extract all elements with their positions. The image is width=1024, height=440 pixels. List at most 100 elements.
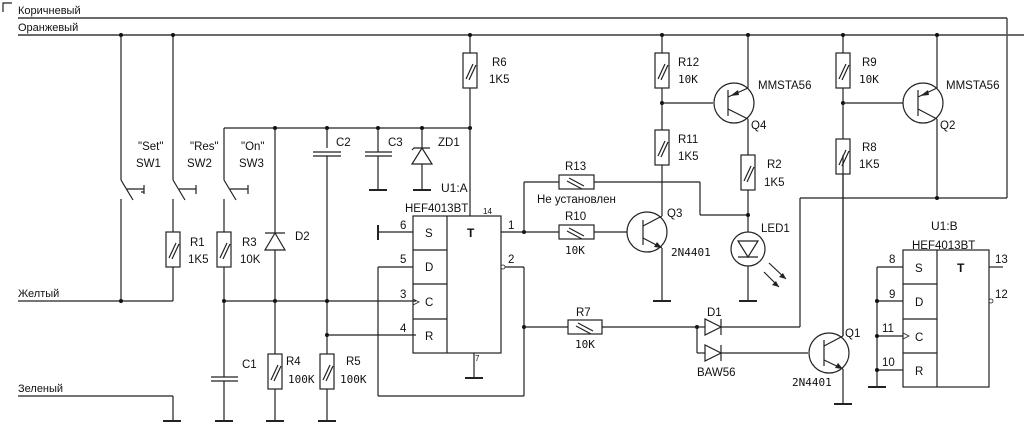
c1-ref: C1 bbox=[242, 359, 257, 371]
u1a-pin-7: 7 bbox=[475, 354, 480, 363]
transistor-q1: Q1 2N4401 bbox=[792, 155, 860, 405]
diode-d2: D2 bbox=[263, 128, 310, 301]
r5-ref: R5 bbox=[346, 356, 361, 368]
u1a-pin-2: 2 bbox=[508, 254, 514, 266]
r9-value: 10K bbox=[859, 73, 879, 86]
q4-ref: Q4 bbox=[751, 120, 767, 132]
sw2-label: "Res" bbox=[190, 141, 219, 153]
led1-ref: LED1 bbox=[761, 223, 790, 235]
capacitor-c1: C1 bbox=[211, 301, 257, 422]
d1-ref: D1 bbox=[707, 307, 722, 319]
sw3-ref: SW3 bbox=[239, 158, 264, 170]
corner-mark bbox=[2, 2, 12, 12]
resistor-r1: R1 1K5 bbox=[165, 231, 208, 268]
resistor-r4: R4 100K bbox=[266, 301, 315, 422]
r7-value: 10K bbox=[575, 338, 595, 351]
net-yellow: Желтый bbox=[18, 288, 173, 302]
r4-value: 100K bbox=[288, 373, 315, 386]
q2-ref: Q2 bbox=[940, 120, 955, 132]
u1b-ref: U1:B bbox=[931, 219, 958, 233]
q2-part: MMSTA56 bbox=[946, 80, 999, 92]
r2-value: 1K5 bbox=[764, 177, 784, 189]
u1b-pin-12: 12 bbox=[995, 289, 1008, 301]
u1b-pin-13: 13 bbox=[995, 254, 1008, 266]
u1b-pin-11: 11 bbox=[882, 323, 894, 335]
sw1-ref: SW1 bbox=[136, 158, 161, 170]
resistor-r10: R10 10K bbox=[524, 211, 627, 257]
r11-value: 1K5 bbox=[678, 151, 698, 163]
net-label-yellow: Желтый bbox=[18, 288, 59, 300]
r6-value: 1K5 bbox=[489, 74, 509, 86]
r11-ref: R11 bbox=[678, 134, 698, 146]
switch-sw2: "Res" SW2 bbox=[172, 35, 219, 301]
r5-value: 100K bbox=[340, 373, 367, 386]
u1a-pin-5: 5 bbox=[400, 254, 406, 266]
u1b-part: HEF4013BT bbox=[912, 240, 975, 252]
r12-ref: R12 bbox=[678, 57, 699, 69]
u1b-s: S bbox=[915, 263, 923, 275]
resistor-r3: R3 10K bbox=[216, 231, 261, 301]
zd1-ref: ZD1 bbox=[438, 137, 460, 149]
c2-ref: C2 bbox=[336, 137, 351, 149]
r9-ref: R9 bbox=[862, 57, 877, 69]
u1a-pin-14: 14 bbox=[483, 207, 492, 216]
r2-ref: R2 bbox=[767, 159, 782, 171]
diode-d1: D1 BAW56 bbox=[695, 197, 1007, 379]
capacitor-c2: C2 bbox=[313, 137, 351, 157]
resistor-r5: R5 100K bbox=[318, 128, 367, 422]
resistor-r8: R8 1K5 bbox=[835, 138, 879, 336]
u1a-c: C bbox=[425, 297, 433, 309]
resistor-r13: R13 Не установлен bbox=[537, 161, 616, 206]
led-led1: LED1 bbox=[730, 223, 790, 302]
q3-part: 2N4401 bbox=[671, 246, 711, 259]
c3-ref: C3 bbox=[388, 137, 403, 149]
u1a-title: T bbox=[467, 226, 475, 240]
u1b-r: R bbox=[915, 366, 923, 378]
r7-ref: R7 bbox=[576, 307, 591, 319]
sw3-label: "On" bbox=[241, 141, 265, 153]
resistor-r12: R12 10K bbox=[654, 33, 699, 130]
r10-value: 10K bbox=[565, 244, 585, 257]
ic-u1a: U1:A HEF4013BT S D C R T 6 5 3 4 1 2 14 … bbox=[377, 181, 525, 397]
d2-ref: D2 bbox=[295, 231, 310, 243]
u1b-d: D bbox=[915, 297, 923, 309]
r1-ref: R1 bbox=[190, 237, 205, 249]
q4-part: MMSTA56 bbox=[758, 80, 811, 92]
r4-ref: R4 bbox=[286, 356, 301, 368]
sw1-label: "Set" bbox=[138, 141, 163, 153]
switch-sw1: "Set" SW1 bbox=[120, 35, 163, 301]
r3-ref: R3 bbox=[242, 237, 257, 249]
resistor-r11: R11 1K5 bbox=[654, 129, 698, 182]
u1b-c: C bbox=[915, 332, 923, 344]
r1-value: 1K5 bbox=[188, 254, 208, 266]
r3-value: 10K bbox=[240, 254, 261, 266]
u1a-pin-6: 6 bbox=[400, 220, 406, 232]
net-label-orange: Оранжевый bbox=[18, 22, 78, 34]
ic-u1b: U1:B HEF4013BT S D C R T 8 9 11 10 13 12 bbox=[868, 219, 1008, 388]
u1a-pin-4: 4 bbox=[400, 323, 407, 335]
r12-value: 10K bbox=[678, 73, 698, 86]
resistor-r2: R2 1K5 bbox=[740, 154, 784, 232]
r6-ref: R6 bbox=[492, 57, 507, 69]
u1a-ref: U1:A bbox=[441, 181, 468, 195]
u1a-s: S bbox=[425, 228, 433, 240]
u1a-d: D bbox=[425, 262, 433, 274]
u1a-pin-3: 3 bbox=[400, 289, 406, 301]
resistor-r6: R6 1K5 bbox=[462, 33, 509, 216]
u1a-r: R bbox=[425, 331, 433, 343]
net-brown: Коричневый bbox=[18, 5, 1008, 198]
sw2-ref: SW2 bbox=[187, 158, 212, 170]
net-label-green: Зеленый bbox=[18, 383, 63, 395]
switch-sw3: "On" SW3 bbox=[223, 128, 265, 232]
r13-ref: R13 bbox=[565, 161, 586, 173]
resistor-r9: R9 10K bbox=[835, 33, 879, 139]
net-orange: Оранжевый bbox=[18, 22, 1024, 36]
d1-part: BAW56 bbox=[697, 367, 736, 379]
u1b-pin-10: 10 bbox=[882, 357, 895, 369]
resistor-r7: R7 10K bbox=[522, 307, 697, 351]
capacitor-c3: C3 bbox=[365, 128, 403, 191]
u1a-part: HEF4013BT bbox=[405, 203, 468, 215]
r10-ref: R10 bbox=[565, 211, 586, 223]
r13-value: Не установлен bbox=[537, 194, 616, 206]
